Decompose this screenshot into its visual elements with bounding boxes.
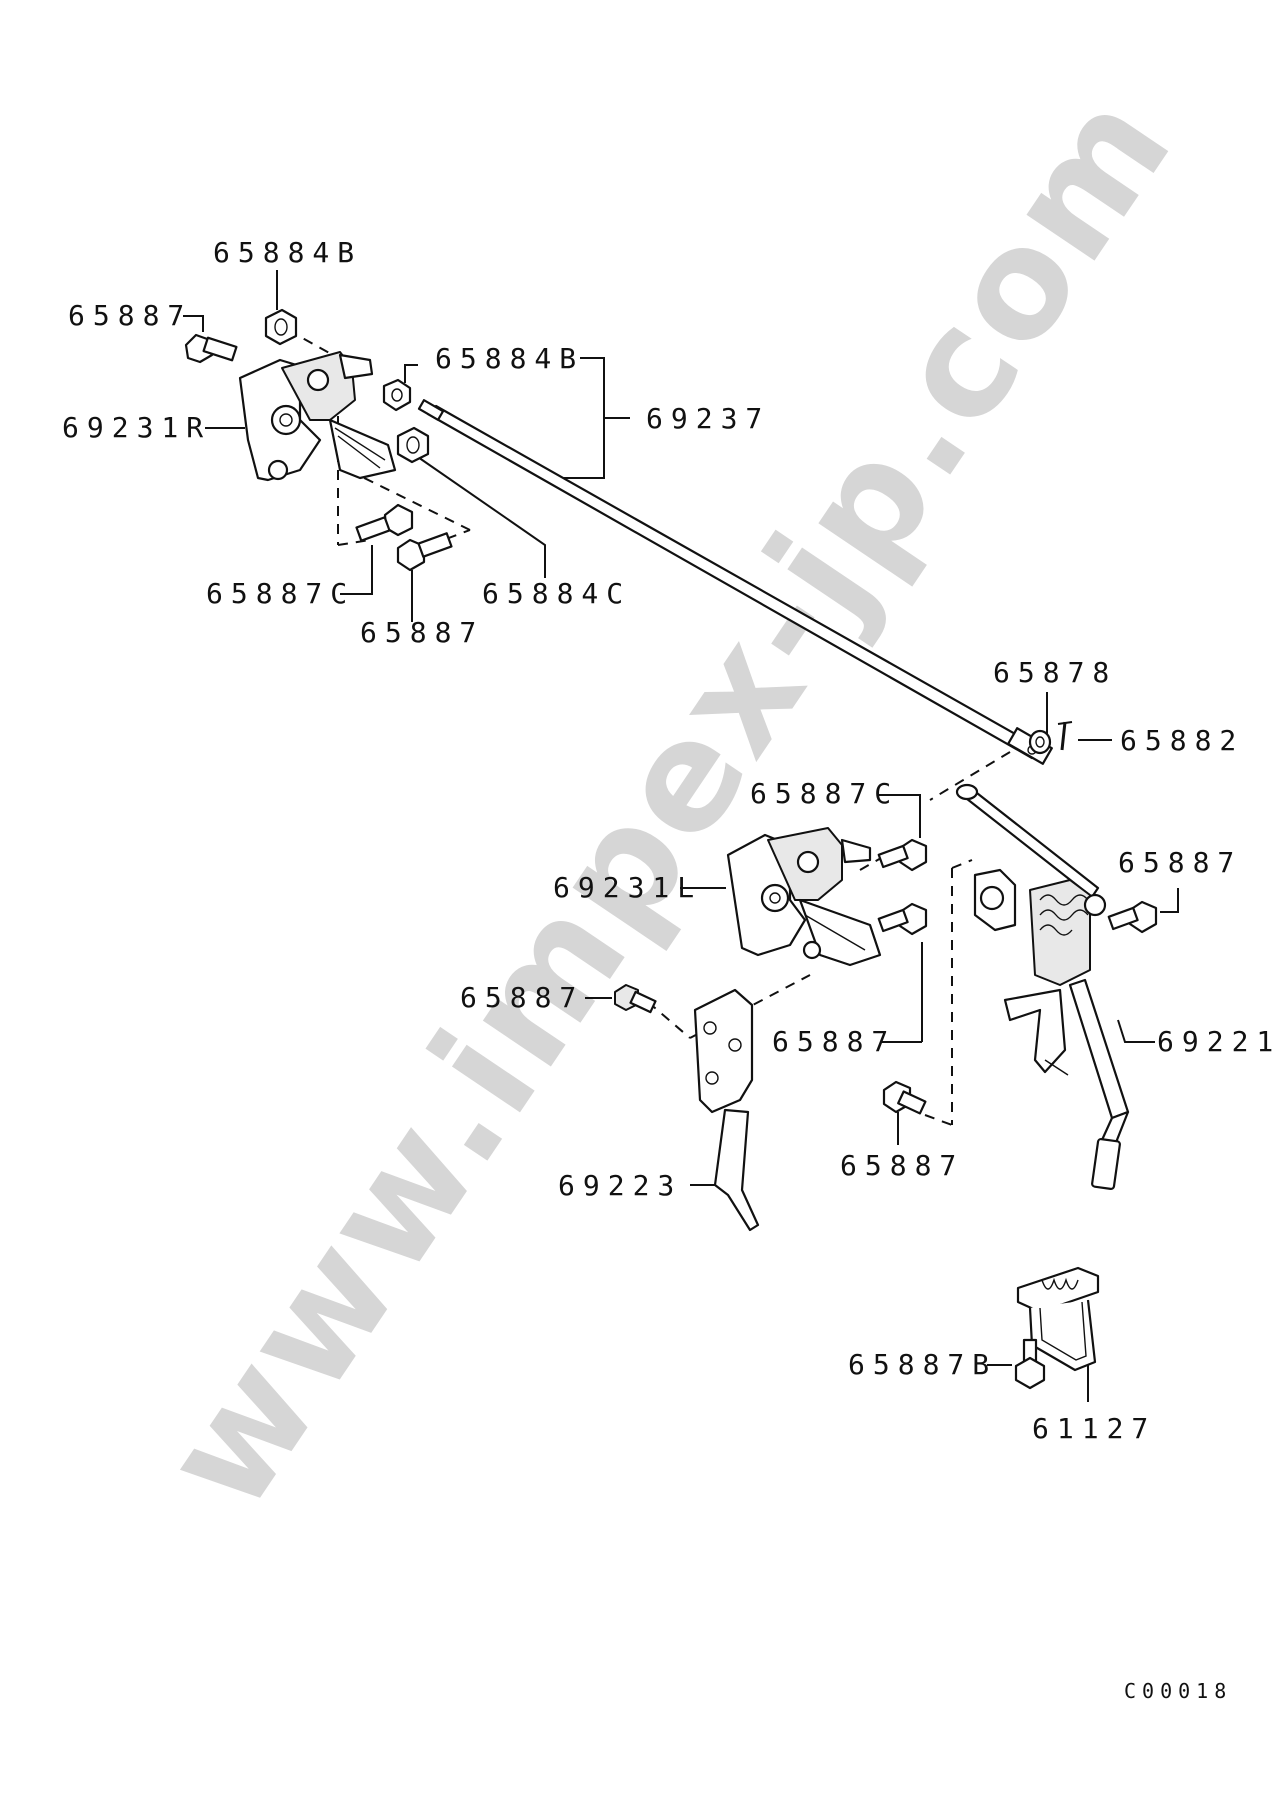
bolt-65887C-top	[355, 503, 414, 542]
part-labels: 65887 65884B 65884B 69237 69231R 65887C …	[62, 236, 1281, 1703]
label-rod: 69237	[646, 402, 770, 435]
bolt-65887-left	[614, 984, 657, 1014]
label-bracket-left: 69231L	[553, 871, 702, 904]
label-bolt-b: 65887B	[848, 1348, 997, 1381]
spring-bracket-61127	[1016, 1266, 1100, 1372]
label-bolt-c-top: 65887C	[206, 577, 355, 610]
label-pedal: 69223	[558, 1169, 682, 1202]
nut-65884B-mid	[382, 378, 412, 412]
bolt-65887-mid	[396, 532, 453, 572]
bolt-65887C-mid	[877, 838, 928, 872]
lever-69221	[973, 868, 1130, 1191]
washer-65878	[1028, 729, 1052, 755]
nut-65884B-top	[264, 308, 298, 346]
bolt-65887-top-left	[184, 333, 238, 364]
label-pin: 65882	[1120, 724, 1244, 757]
bracket-69231R	[238, 351, 397, 482]
label-bracket-right: 69231R	[62, 411, 211, 444]
link-rod	[955, 783, 1100, 899]
bolt-65887B	[1014, 1338, 1046, 1390]
label-bolt-bottom: 65887	[840, 1149, 964, 1182]
label-bolt-mid-top: 65887	[360, 616, 484, 649]
label-bolt-center: 65887	[772, 1025, 896, 1058]
label-bolt-right: 65887	[1118, 846, 1242, 879]
label-nut-top: 65884B	[213, 236, 362, 269]
label-nut-c: 65884C	[482, 577, 631, 610]
pedal-69223	[693, 988, 760, 1232]
bracket-69231L	[726, 827, 882, 967]
label-bolt-left: 65887	[460, 981, 584, 1014]
label-nut-mid: 65884B	[435, 342, 584, 375]
nut-65884C	[396, 426, 430, 464]
bolt-65887-right	[1107, 900, 1158, 934]
label-washer: 65878	[993, 656, 1117, 689]
pin-65882	[1057, 721, 1073, 751]
label-bolt-c-mid: 65887C	[750, 777, 899, 810]
bolt-65887-center	[877, 902, 928, 936]
label-bolt-top-left: 65887	[68, 299, 192, 332]
label-spring-bracket: 61127	[1032, 1412, 1156, 1445]
bolt-65887-bottom	[882, 1080, 927, 1115]
fasteners	[184, 308, 1158, 1390]
leader-lines	[183, 270, 1179, 1402]
label-lever: 69221	[1157, 1025, 1281, 1058]
diagram-code: C00018	[1124, 1679, 1232, 1703]
